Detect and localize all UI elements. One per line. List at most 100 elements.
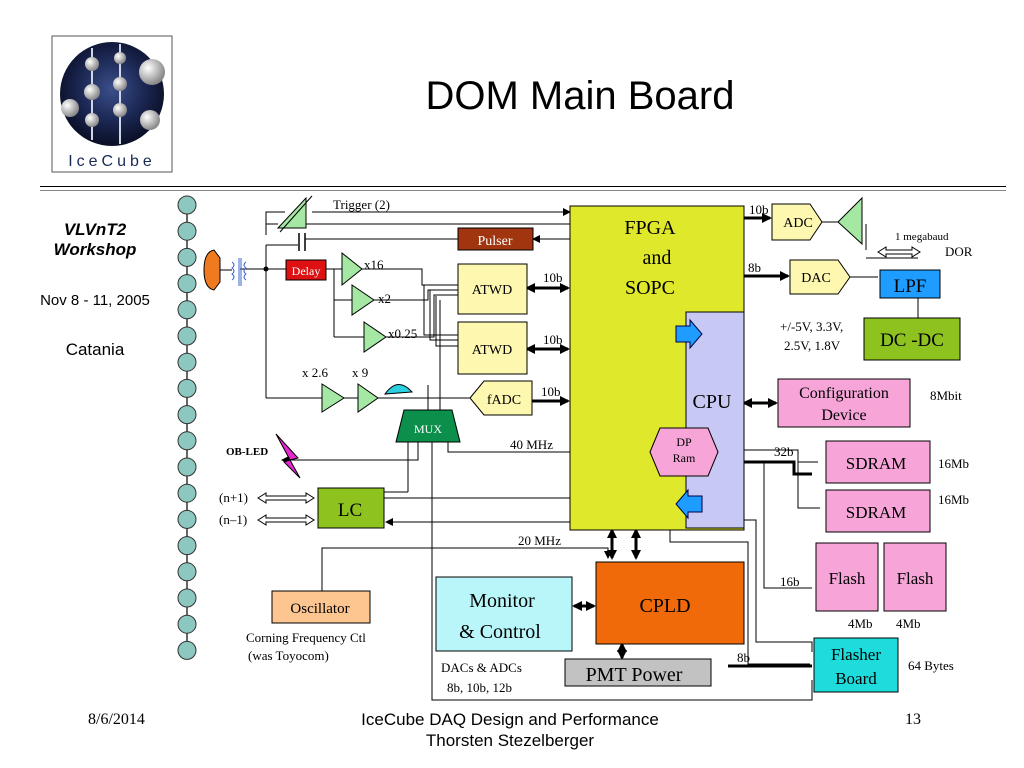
oscillator-label: Oscillator	[290, 601, 349, 617]
workshop-dates: Nov 8 - 11, 2005	[40, 292, 150, 309]
config-size-label: 8Mbit	[930, 388, 962, 403]
mux-block	[395, 409, 461, 443]
title-divider-shadow	[40, 190, 1006, 191]
flasher-line2: Board	[835, 669, 877, 688]
pulser-block	[457, 227, 534, 251]
sdram1-label: SDRAM	[846, 454, 906, 473]
n-minus-1-label: (n–1)	[219, 512, 247, 527]
footer-title-line1: IceCube DAQ Design and Performance	[361, 710, 659, 729]
chain-dom-ball	[177, 247, 197, 267]
monitor-line1: Monitor	[469, 590, 535, 612]
dom-string-chain	[177, 195, 197, 660]
adc-input-amp-icon	[837, 196, 863, 246]
gain-x2-label: x2	[378, 291, 391, 306]
adc-block	[771, 203, 823, 241]
x2-to-atwd2	[429, 290, 458, 341]
mux-to-ob-led	[281, 442, 419, 464]
lc-label: LC	[338, 500, 362, 521]
delay-block	[285, 259, 327, 281]
trigger-line	[265, 211, 285, 235]
lc-block	[317, 487, 385, 529]
flasher-board-block	[813, 637, 899, 693]
flash1-label: Flash	[829, 569, 866, 588]
data-buses	[525, 213, 812, 668]
chain-dom-ball	[177, 300, 197, 320]
monitor-line2: & Control	[459, 621, 541, 643]
flasher-line1: Flasher	[831, 645, 881, 664]
sdram2-label: SDRAM	[846, 503, 906, 522]
cpld-to-flasher	[669, 530, 810, 665]
bus-to-sdram2	[797, 460, 820, 509]
clock-40mhz-label: 40 MHz	[510, 437, 553, 452]
chain-dom-ball	[177, 483, 197, 503]
footer-title: IceCube DAQ Design and Performance Thors…	[250, 709, 770, 751]
fpga-line1: FPGA	[624, 217, 676, 239]
flash2-block	[883, 542, 947, 612]
flash2-size-label: 4Mb	[896, 616, 921, 631]
amp-x16-icon	[341, 251, 363, 287]
config-line1: Configuration	[799, 385, 889, 402]
fpga-line3: SOPC	[625, 277, 675, 299]
cpu-label: CPU	[693, 391, 732, 413]
title-divider	[40, 186, 1006, 187]
chain-dom-ball	[177, 640, 197, 660]
dor-link	[877, 246, 921, 258]
footer-date: 8/6/2014	[88, 711, 145, 728]
amp-x26-icon	[321, 383, 345, 413]
sdram-bus	[744, 460, 812, 476]
baud-rate-label: 1 megabaud	[895, 231, 949, 243]
mux-to-flasher	[431, 442, 813, 701]
cpld-label: CPLD	[639, 595, 690, 617]
chain-dom-ball	[177, 378, 197, 398]
atwd2-label: ATWD	[472, 343, 512, 358]
workshop-label: VLVnT2 Workshop	[10, 220, 180, 260]
ob-led-icon	[275, 433, 301, 479]
atwd2-bus-width-label: 10b	[543, 332, 563, 347]
flash1-block	[815, 542, 879, 612]
capacitor-icon	[298, 233, 322, 251]
bus-to-sdram1	[744, 449, 818, 463]
chain-dom-ball	[177, 431, 197, 451]
pulser-label: Pulser	[478, 234, 513, 249]
mux-label: MUX	[414, 422, 442, 436]
junction-dot	[263, 266, 269, 272]
lpf-label: LPF	[894, 276, 927, 297]
cpu-port-arrow-bottom	[675, 488, 703, 520]
gain-x9-label: x 9	[352, 365, 368, 380]
adc-label: ADC	[783, 216, 813, 231]
footer-page-number: 13	[905, 711, 921, 728]
chain-dom-ball	[177, 562, 197, 582]
logo-dom-ball	[113, 103, 127, 117]
oscillator-block	[271, 590, 371, 624]
lpf-block	[879, 269, 941, 299]
transformer-icon	[231, 258, 247, 286]
chain-dom-ball	[177, 326, 197, 346]
logo-text: IceCube	[68, 153, 156, 170]
page-title: DOM Main Board	[425, 74, 735, 118]
trigger-adjust-arrow	[279, 195, 313, 233]
chain-dom-ball	[177, 588, 197, 608]
voltage-line2: 2.5V, 1.8V	[784, 338, 841, 353]
cpu-block	[685, 311, 745, 529]
cpld-block	[595, 561, 745, 645]
shaper-icon	[383, 384, 414, 395]
logo-dom-ball	[139, 59, 165, 85]
bus-to-flash	[744, 461, 812, 589]
mux-to-fpga-40mhz	[447, 442, 570, 453]
gain-x16-label: x16	[364, 257, 384, 272]
flash2-label: Flash	[897, 569, 934, 588]
link-n-minus-1	[257, 514, 315, 526]
chain-dom-ball	[177, 457, 197, 477]
icecube-logo: IceCube	[51, 35, 173, 173]
dp-ram-block	[649, 427, 719, 477]
logo-dom-ball	[85, 57, 99, 71]
chain-dom-ball	[177, 221, 197, 241]
logo-dom-ball	[140, 110, 160, 130]
chain-balls	[177, 195, 197, 660]
atwd2-block	[457, 321, 528, 375]
chain-dom-ball	[177, 405, 197, 425]
dcdc-label: DC -DC	[880, 330, 944, 351]
amplifiers	[276, 195, 863, 413]
pmt-power-block	[564, 658, 712, 687]
